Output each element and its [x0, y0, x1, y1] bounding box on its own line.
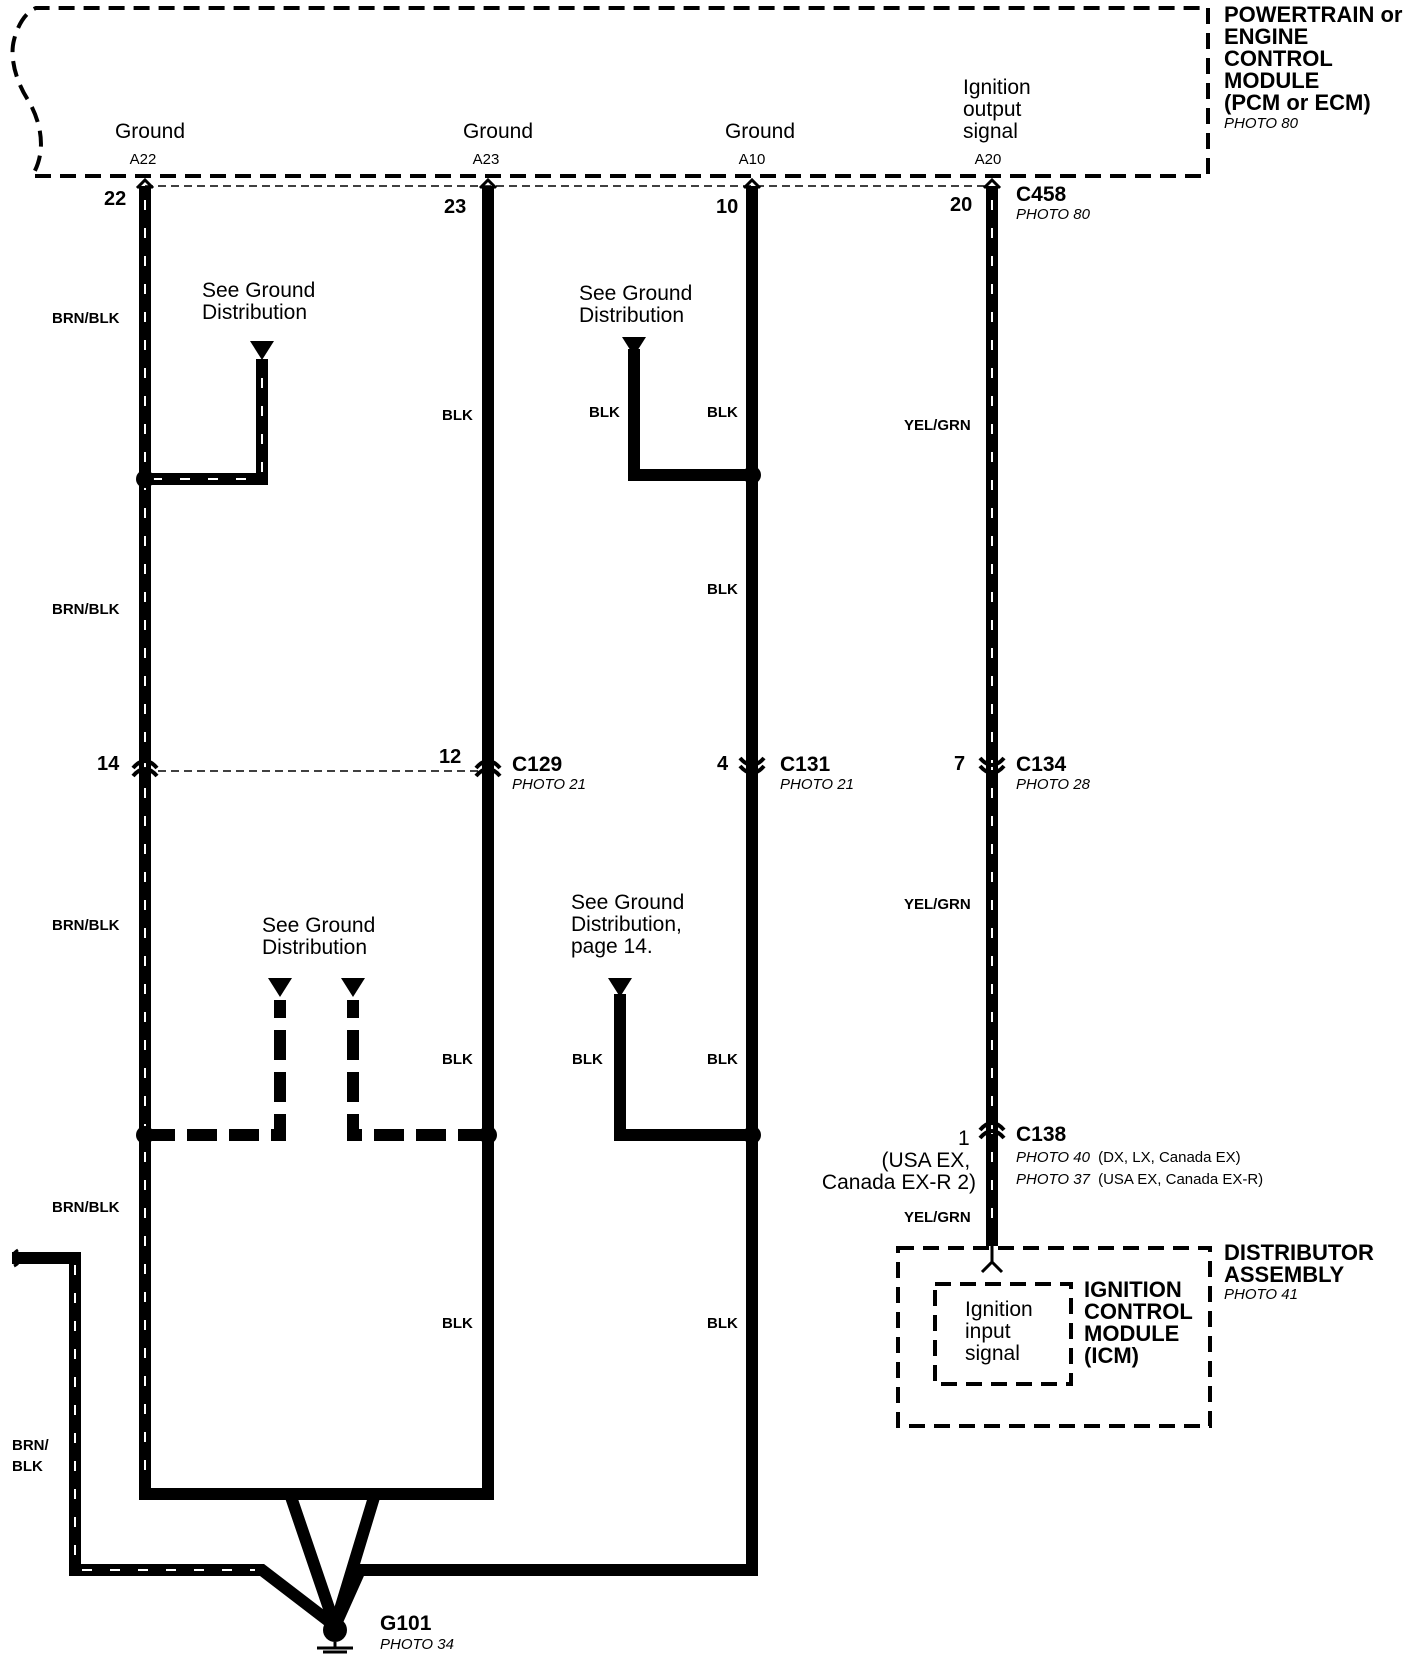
distributor-title: DISTRIBUTOR ASSEMBLY — [1224, 1240, 1380, 1287]
mid-connector-symbols — [131, 756, 1006, 1140]
wire-color-label: YEL/GRN — [904, 896, 971, 913]
c458-name: C458 — [1016, 183, 1067, 206]
wire-color-label: BLK — [442, 1315, 473, 1332]
pcm-terminal-pin: A22 — [130, 151, 157, 168]
wire-brn-blk-main — [12, 186, 494, 1635]
pcm-terminal-label: Ignition output signal — [963, 76, 1037, 143]
wire-blk-a23 — [327, 186, 494, 1634]
see-ground-note: See Ground Distribution, page 14. — [571, 891, 690, 958]
c129-photo: PHOTO 21 — [512, 776, 586, 793]
pcm-photo: PHOTO 80 — [1224, 115, 1299, 132]
wire-break-icon — [11, 1248, 21, 1268]
distributor-photo: PHOTO 41 — [1224, 1286, 1298, 1303]
pin-number: 1 — [958, 1127, 970, 1150]
wire-color-label: BLK — [589, 404, 620, 421]
wire-color-label: BRN/BLK — [52, 1199, 120, 1216]
wire-color-label: BLK — [442, 407, 473, 424]
wire-color-label: BLK — [572, 1051, 603, 1068]
wire-color-label: BLK — [707, 404, 738, 421]
wire-color-label: BRN/ BLK — [12, 1437, 53, 1475]
see-ground-note: See Ground Distribution — [262, 914, 381, 959]
c138-name: C138 — [1016, 1123, 1067, 1146]
g101-photo: PHOTO 34 — [380, 1636, 454, 1653]
c138-pin-note: (USA EX, Canada EX-R 2) — [822, 1149, 976, 1194]
wire-color-label: BRN/BLK — [52, 310, 120, 327]
pin-number: 14 — [97, 753, 120, 775]
pin-number: 4 — [717, 753, 729, 775]
wire-color-label: YEL/GRN — [904, 417, 971, 434]
pcm-title: POWERTRAIN or ENGINE CONTROL MODULE (PCM… — [1224, 2, 1408, 115]
wire-color-label: BLK — [707, 1051, 738, 1068]
pcm-terminal-label: Ground — [463, 120, 533, 143]
pcm-terminal-label: Ground — [725, 120, 795, 143]
c138-photo: PHOTO 37 (USA EX, Canada EX-R) — [1016, 1171, 1263, 1188]
pin-number: 20 — [950, 194, 972, 216]
c131-name: C131 — [780, 753, 831, 776]
ground-symbol-g101 — [317, 1618, 353, 1654]
g101-name: G101 — [380, 1612, 432, 1635]
ground-arrow-3 — [268, 978, 292, 997]
wire-blk-a10 — [327, 186, 758, 1634]
pcm-outline — [10, 6, 1210, 178]
see-ground-note: See Ground Distribution — [579, 282, 698, 327]
distributor-assembly-outline — [896, 1246, 1212, 1428]
pcm-terminal-label: Ground — [115, 120, 185, 143]
pin-number: 7 — [954, 753, 965, 775]
icm-input-label: Ignition input signal — [965, 1298, 1039, 1365]
pin-number: 22 — [104, 188, 126, 210]
wire-color-label: BRN/BLK — [52, 601, 120, 618]
ground-arrow-1 — [250, 341, 274, 360]
wire-color-label: BLK — [442, 1051, 473, 1068]
see-ground-note: See Ground Distribution — [202, 279, 321, 324]
pin-number: 10 — [716, 196, 738, 218]
splice-points — [136, 466, 761, 1144]
c134-photo: PHOTO 28 — [1016, 776, 1091, 793]
icm-terminal — [980, 1240, 1004, 1274]
ground-arrow-4 — [341, 978, 365, 997]
wire-color-label: YEL/GRN — [904, 1209, 971, 1226]
ground-arrow-2 — [622, 337, 646, 356]
pin-number: 12 — [439, 746, 461, 768]
icm-title: IGNITION CONTROL MODULE (ICM) — [1084, 1277, 1199, 1368]
c131-photo: PHOTO 21 — [780, 776, 854, 793]
wire-color-label: BLK — [707, 581, 738, 598]
wire-color-label: BRN/BLK — [52, 917, 120, 934]
ground-arrow-5 — [608, 978, 632, 997]
wire-color-label: BLK — [707, 1315, 738, 1332]
ground-arrows — [250, 337, 646, 997]
c134-name: C134 — [1016, 753, 1067, 776]
pcm-terminal-pin: A23 — [473, 151, 500, 168]
top-terminal-marks — [135, 177, 1002, 190]
pcm-terminal-pin: A20 — [975, 151, 1002, 168]
c129-name: C129 — [512, 753, 562, 776]
c458-photo: PHOTO 80 — [1016, 206, 1091, 223]
pin-number: 23 — [444, 196, 466, 218]
c138-photo: PHOTO 40 (DX, LX, Canada EX) — [1016, 1149, 1241, 1166]
icm-input-outline — [933, 1282, 1073, 1386]
pcm-terminal-pin: A10 — [739, 151, 766, 168]
